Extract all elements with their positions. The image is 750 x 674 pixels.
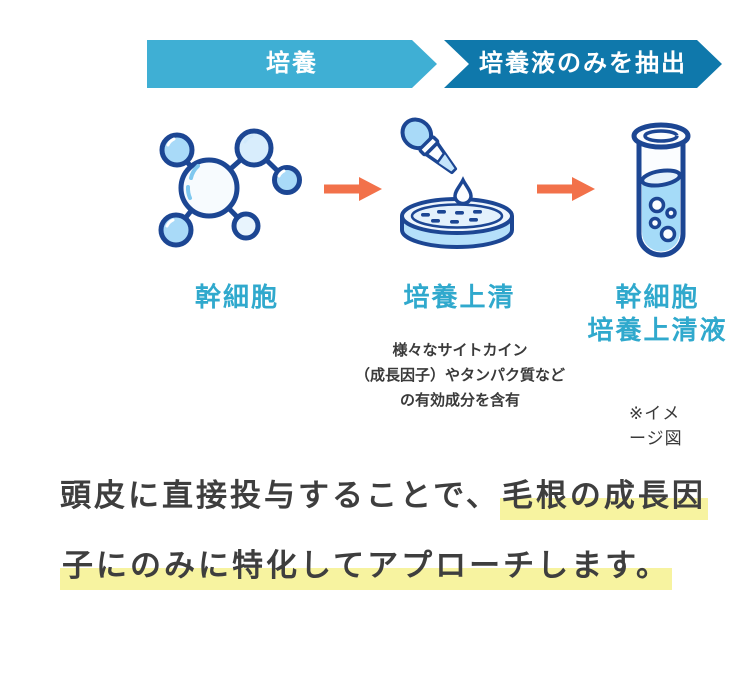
description-line-2: 子にのみに特化してアプローチします。 — [60, 531, 732, 601]
banner-arrow-shapes — [147, 40, 722, 88]
tube-bubbles — [648, 196, 677, 243]
dropper-icon — [400, 117, 458, 175]
image-note: ※イメージ図 — [629, 404, 683, 448]
petri-dish-icon — [400, 197, 514, 249]
tube-rim-inner — [643, 129, 679, 143]
description-text: 頭皮に直接投与することで、毛根の成長因 子にのみに特化してアプローチします。 — [60, 461, 732, 601]
banner-step1-arrow — [147, 40, 437, 88]
dish-specimen-dashes — [421, 210, 482, 224]
description-line2-highlight: 子にのみに特化してアプローチします。 — [60, 548, 672, 590]
arrow-shape — [537, 177, 595, 201]
item-label-culture-supernatant: 培養上清 — [403, 282, 516, 312]
dropper-petri-dish-icon — [400, 117, 514, 249]
cell-highlights — [165, 134, 286, 228]
description-line1-normal: 頭皮に直接投与することで、 — [60, 478, 500, 513]
caption-line2: （成長因子）やタンパク質など — [354, 367, 565, 384]
item-label-line2: 培養上清液 — [587, 315, 728, 345]
banner-step2-arrow — [444, 40, 722, 88]
liquid-surface — [640, 168, 682, 188]
molecule-cells — [158, 128, 302, 248]
description-line-1: 頭皮に直接投与することで、毛根の成長因 — [60, 461, 732, 531]
arrow-shape — [324, 177, 382, 201]
caption-line3: の有効成分を含有 — [399, 392, 520, 409]
banner-step-extract-label: 培養液のみを抽出 — [479, 50, 687, 77]
flow-arrow-icon — [537, 177, 595, 201]
banner-step-culture-label: 培養 — [266, 50, 318, 77]
infographic-card: 培養 培養液のみを抽出 — [57, 0, 726, 448]
supernatant-caption: 様々なサイトカイン （成長因子）やタンパク質など の有効成分を含有 — [340, 338, 580, 413]
caption-line1: 様々なサイトカイン — [392, 342, 528, 359]
item-label-line1: 幹細胞 — [615, 282, 700, 312]
description-line1-highlight: 毛根の成長因 — [499, 478, 708, 520]
droplet-icon — [453, 176, 473, 206]
tube-rim — [631, 122, 691, 150]
test-tube-icon — [631, 122, 691, 258]
item-label-stem-cell: 幹細胞 — [194, 282, 279, 312]
item-label-stem-cell-supernatant-fluid: 幹細胞 培養上清液 — [555, 281, 750, 347]
process-banner: 培養 培養液のみを抽出 — [147, 40, 722, 88]
flow-arrow-icon — [324, 177, 382, 201]
stem-cell-icon — [158, 128, 302, 248]
